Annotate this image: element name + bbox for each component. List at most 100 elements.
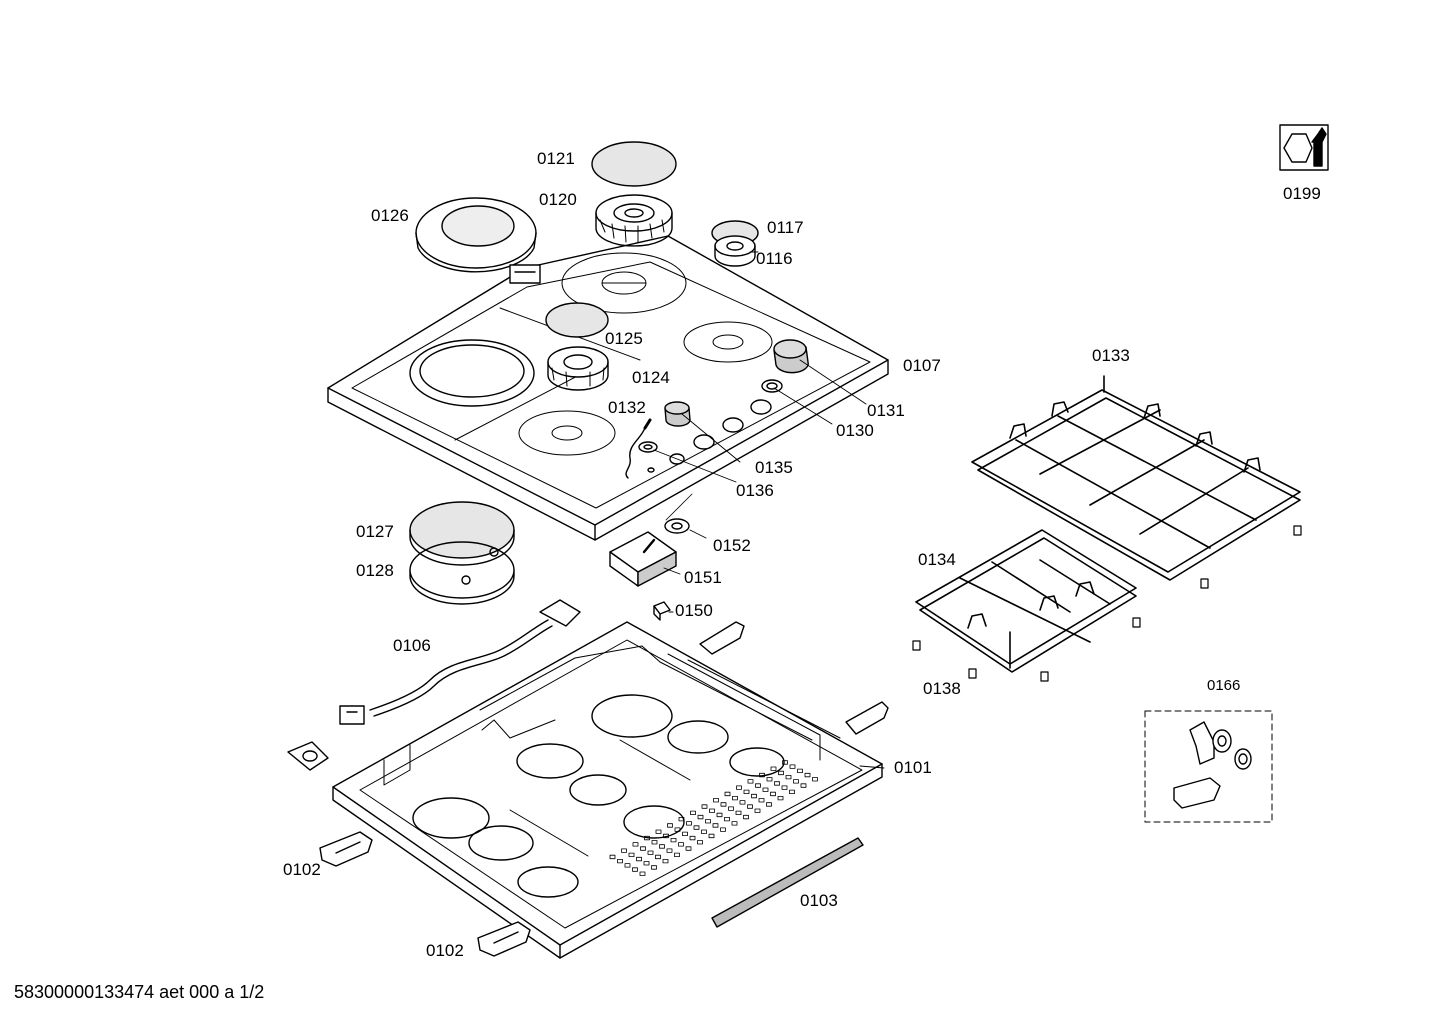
vent-hole (712, 823, 719, 828)
label-0150: 0150 (675, 601, 713, 620)
small-clip (653, 601, 671, 621)
burner-large (595, 194, 673, 247)
vent-hole (800, 783, 807, 788)
pan-support-small (915, 529, 1137, 673)
vent-hole (685, 846, 692, 851)
label-0101: 0101 (894, 758, 932, 777)
label-0135: 0135 (755, 458, 793, 477)
label-0127: 0127 (356, 522, 394, 541)
vent-hole (666, 848, 673, 853)
vent-hole (617, 859, 623, 864)
vent-hole (647, 850, 654, 855)
ignition-lead (625, 427, 646, 479)
vent-hole (655, 829, 662, 834)
hob-top-plate (327, 235, 889, 541)
vent-hole (743, 814, 749, 820)
vent-hole (793, 779, 799, 784)
label-0133: 0133 (1092, 346, 1130, 365)
vent-hole (770, 766, 777, 771)
vent-hole (758, 798, 765, 803)
vent-hole (720, 827, 726, 832)
vent-hole (639, 871, 646, 876)
vent-hole (747, 779, 754, 784)
vent-hole (774, 781, 780, 786)
vent-hole (621, 848, 627, 853)
hotplate-recess (409, 339, 535, 407)
vent-hole (762, 787, 769, 792)
vent-hole (755, 783, 761, 788)
control-knob (773, 339, 809, 374)
burner-recess-front (518, 410, 616, 456)
vent-hole (720, 802, 727, 807)
vent-hole (797, 768, 803, 773)
cable-clamp (287, 741, 329, 771)
base-pan (332, 621, 883, 959)
vent-hole (713, 798, 719, 803)
label-0103: 0103 (800, 891, 838, 910)
vent-hole (781, 785, 788, 790)
label-0126: 0126 (371, 206, 409, 225)
burner-cap-medium (545, 302, 609, 338)
vent-hole (804, 772, 811, 778)
vent-hole (777, 796, 784, 801)
label-0138: 0138 (923, 679, 961, 698)
knob-holes (647, 399, 772, 473)
vent-hole (686, 821, 692, 826)
vent-hole (701, 829, 707, 834)
vent-hole (778, 770, 784, 776)
label-0121: 0121 (537, 149, 575, 168)
label-0151: 0151 (684, 568, 722, 587)
seal-strip (711, 837, 864, 928)
knob-bezel (761, 379, 783, 393)
burner-small (714, 235, 756, 267)
vent-hole (697, 814, 704, 820)
vent-hole (640, 846, 646, 851)
burner-cap-large (591, 141, 677, 187)
power-cable (339, 599, 581, 725)
wrench-icon (1279, 124, 1329, 171)
control-switch (609, 531, 677, 587)
vent-hole (724, 817, 730, 822)
switch-washer (664, 518, 690, 534)
knob-small (664, 401, 691, 427)
vent-hole (632, 867, 638, 872)
vent-hole (636, 856, 642, 862)
vent-hole (766, 802, 772, 807)
vent-hole (709, 808, 715, 813)
label-0106: 0106 (393, 636, 431, 655)
washer-set (638, 441, 658, 453)
drawing-number: 58300000133474 aet 000 a 1/2 (14, 982, 265, 1002)
vent-hole (766, 777, 773, 782)
vent-hole (705, 819, 711, 824)
burner-medium (547, 346, 609, 391)
vent-hole (678, 842, 684, 847)
label-0107: 0107 (903, 356, 941, 375)
vent-hole (754, 808, 761, 813)
label-0134: 0134 (918, 550, 956, 569)
vent-hole (743, 789, 750, 794)
foot-lower (477, 921, 531, 957)
label-0128: 0128 (356, 561, 394, 580)
electric-hotplate (415, 197, 541, 284)
vent-hole (759, 772, 765, 778)
label-0124: 0124 (632, 368, 670, 387)
label-0125: 0125 (605, 329, 643, 348)
vent-hole (644, 835, 650, 841)
side-clip-right (845, 701, 889, 735)
vent-hole (651, 865, 657, 870)
label-0130: 0130 (836, 421, 874, 440)
label-0102-lower: 0102 (426, 941, 464, 960)
vent-hole (812, 777, 818, 782)
vent-hole (632, 842, 639, 847)
vent-hole (663, 833, 669, 839)
label-0131: 0131 (867, 401, 905, 420)
vent-hole (782, 760, 788, 765)
vent-hole (662, 859, 669, 864)
vent-hole (678, 817, 685, 822)
vent-hole (655, 854, 661, 860)
accessory-kit-frame (1144, 710, 1273, 823)
vent-hole (701, 804, 708, 809)
vent-hole (667, 823, 673, 828)
gas-washer (1234, 748, 1252, 770)
